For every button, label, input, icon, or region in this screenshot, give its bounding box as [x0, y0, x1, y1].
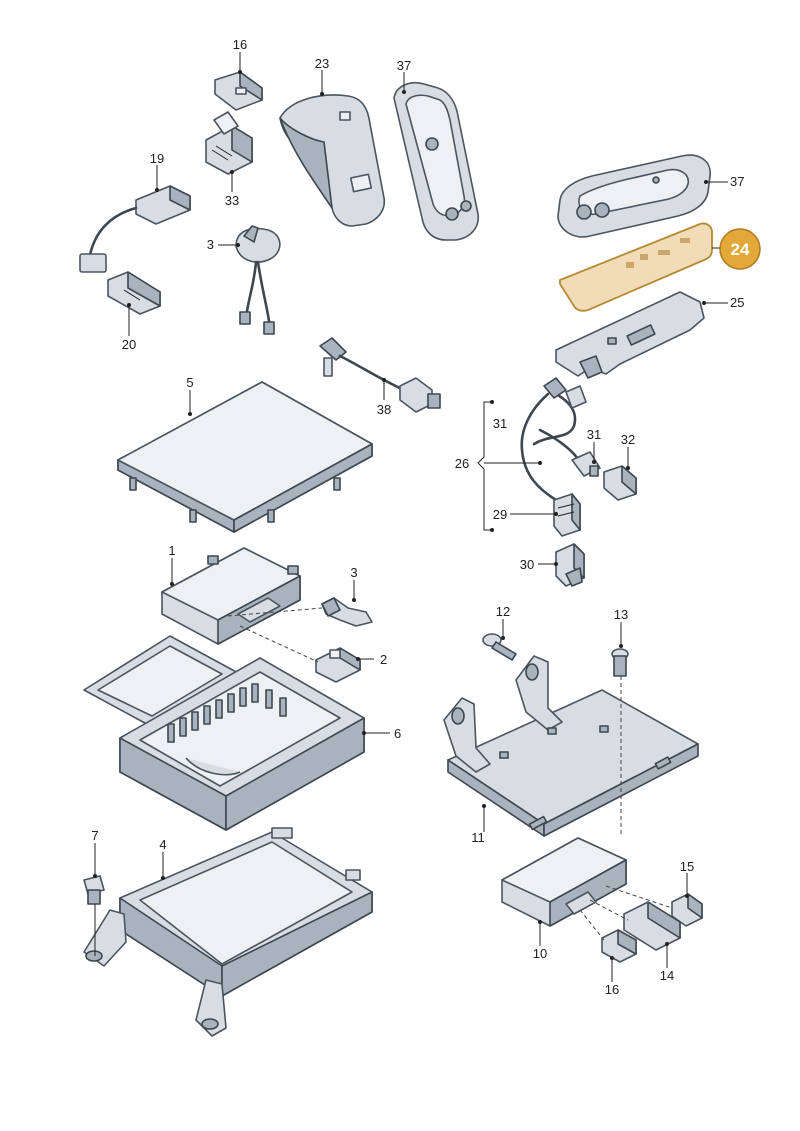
- part-37-phone-cradle-left[interactable]: [393, 82, 480, 241]
- part-6-slots: [167, 683, 287, 743]
- label-4: 4: [159, 837, 166, 852]
- label-15: 15: [680, 859, 694, 874]
- part-33-connector-housing[interactable]: [205, 111, 253, 175]
- label-31-upper: 31: [493, 416, 507, 431]
- label-13: 13: [614, 607, 628, 622]
- part-12-bolt[interactable]: [482, 633, 517, 661]
- label-3-plug: 3: [350, 565, 357, 580]
- label-12: 12: [496, 604, 510, 619]
- label-10: 10: [533, 946, 547, 961]
- label-19: 19: [150, 151, 164, 166]
- part-16-connector-top[interactable]: [214, 71, 263, 111]
- part-10-receiver-module[interactable]: [501, 837, 627, 927]
- label-25: 25: [730, 295, 744, 310]
- label-29: 29: [493, 507, 507, 522]
- part-23-phone-holder[interactable]: [279, 94, 386, 227]
- label-1: 1: [168, 543, 175, 558]
- part-20-connector-block[interactable]: [107, 271, 161, 315]
- part-29-connector[interactable]: [553, 493, 581, 537]
- part-4-housing-tray[interactable]: [83, 827, 373, 1037]
- label-37-right: 37: [730, 174, 744, 189]
- label-32: 32: [621, 432, 635, 447]
- label-38: 38: [377, 402, 391, 417]
- part-6-foam-insert[interactable]: [83, 635, 365, 831]
- part-14-connector[interactable]: [623, 901, 681, 951]
- label-3-antenna: 3: [207, 237, 214, 252]
- part-25-circuit-plate[interactable]: [555, 291, 705, 379]
- part-2-connector-plug[interactable]: [315, 647, 361, 683]
- label-16-top: 16: [233, 37, 247, 52]
- label-5: 5: [186, 375, 193, 390]
- part-37-phone-cradle-right[interactable]: [557, 154, 711, 238]
- highlight-badge-text: 24: [731, 240, 750, 259]
- part-26-cable-harness[interactable]: [520, 377, 601, 502]
- part-3-antenna-top[interactable]: [235, 225, 281, 335]
- part-3-connector-plug[interactable]: [321, 597, 373, 627]
- part-32-connector[interactable]: [603, 465, 637, 501]
- part-7-screw[interactable]: [83, 875, 105, 905]
- label-16-bottom: 16: [605, 982, 619, 997]
- part-11-mounting-bracket[interactable]: [443, 655, 699, 837]
- label-11: 11: [471, 830, 485, 845]
- label-23: 23: [315, 56, 329, 71]
- part-38-antenna-cable[interactable]: [319, 337, 441, 413]
- part-19-cable-module[interactable]: [79, 185, 191, 273]
- label-6: 6: [394, 726, 401, 741]
- part-1-control-module[interactable]: [161, 547, 301, 645]
- part-24-highlighted-plate[interactable]: [559, 222, 713, 312]
- label-30: 30: [520, 557, 534, 572]
- label-7: 7: [91, 828, 98, 843]
- part-30-connector[interactable]: [555, 543, 585, 587]
- part-5-cover[interactable]: [117, 381, 373, 533]
- part-13-bolt[interactable]: [611, 648, 629, 677]
- label-37-left: 37: [397, 58, 411, 73]
- label-20: 20: [122, 337, 136, 352]
- leader-lines: [93, 52, 728, 982]
- part-15-connector[interactable]: [671, 893, 703, 927]
- label-31-lower: 31: [587, 427, 601, 442]
- label-33: 33: [225, 193, 239, 208]
- part-16-connector-bottom[interactable]: [601, 929, 637, 963]
- label-26: 26: [455, 456, 469, 471]
- part-labels: 16 23 37 19 33 37 3 20 25 5 38 31 31 32 …: [91, 37, 744, 997]
- label-14: 14: [660, 968, 674, 983]
- label-2: 2: [380, 652, 387, 667]
- highlight-badge-24[interactable]: 24: [712, 228, 761, 270]
